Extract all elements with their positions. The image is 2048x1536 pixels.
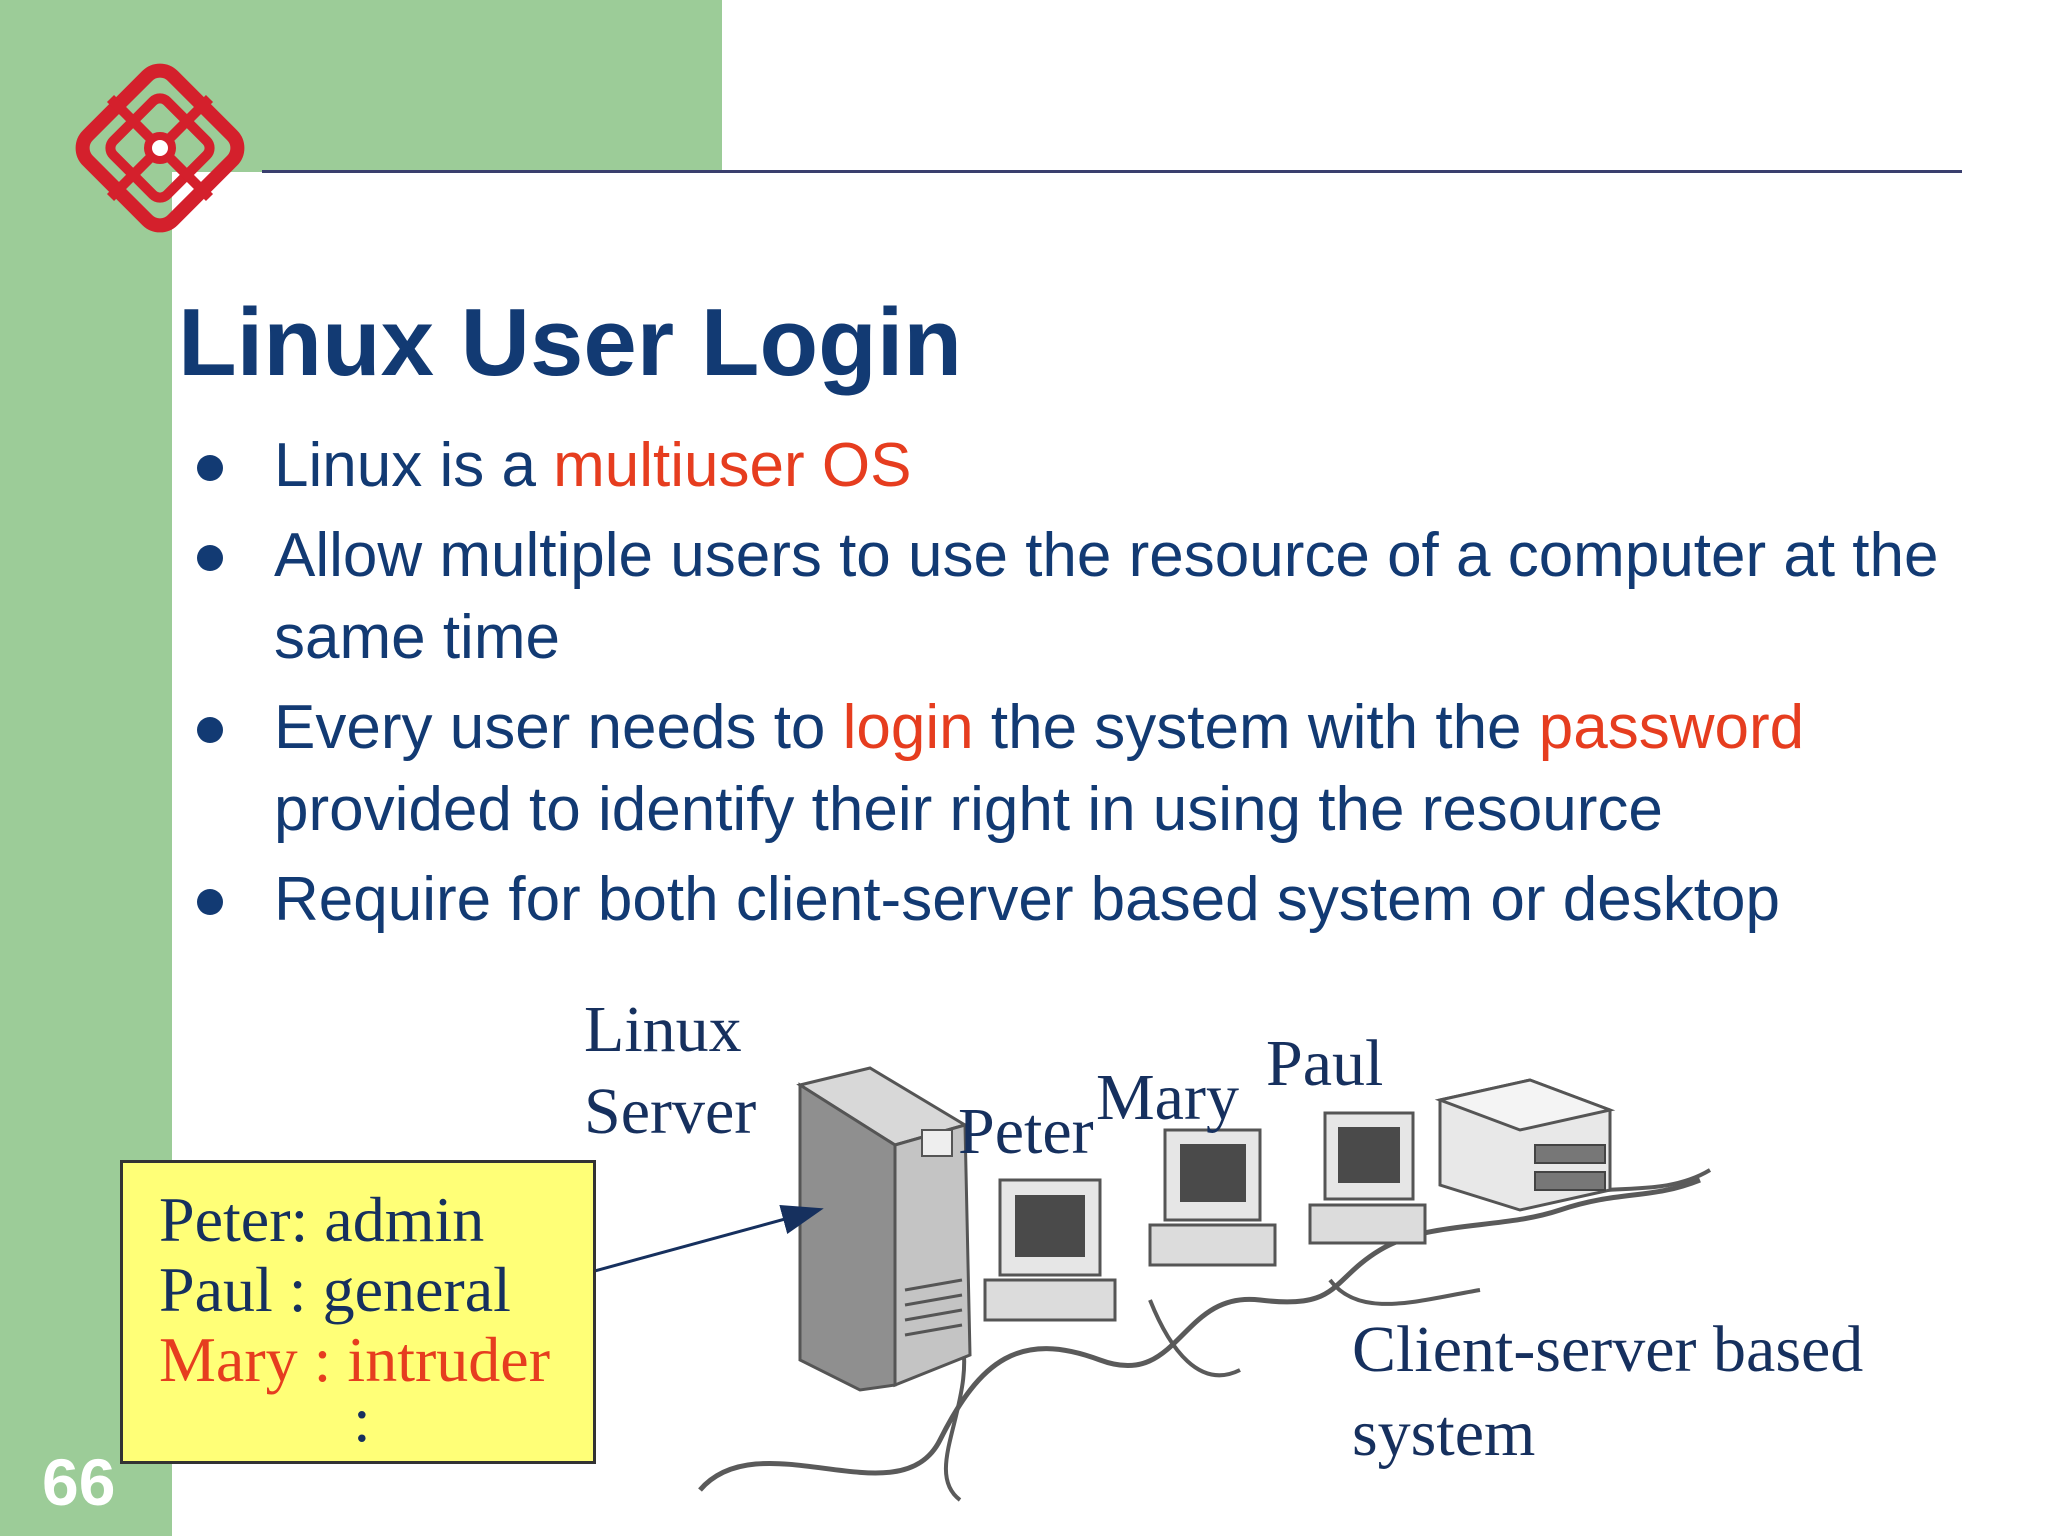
server-label-line2: Server — [584, 1075, 757, 1148]
university-logo-icon — [75, 63, 245, 233]
user-rights-line: Mary : intruder — [159, 1324, 550, 1395]
bullet-dot-icon — [197, 717, 223, 743]
server-label-line1: Linux — [584, 993, 742, 1066]
bullet-item: Linux is a multiuser OS — [178, 425, 2018, 507]
bullet-text: Every user needs to — [274, 693, 843, 762]
user-rights-ellipsis: : — [353, 1384, 371, 1455]
client-label-paul: Paul — [1266, 1027, 1384, 1100]
bullet-dot-icon — [197, 545, 223, 571]
bullet-text: provided to identify their right in usin… — [274, 775, 1663, 844]
bullet-text: the system with the — [973, 693, 1539, 762]
bullet-dot-icon — [197, 455, 223, 481]
user-rights-line: Peter: admin — [159, 1184, 485, 1255]
printer-icon — [1434, 1078, 1616, 1212]
diagram-caption-line1: Client-server based — [1352, 1313, 1864, 1386]
bullet-dot-icon — [197, 889, 223, 915]
network-cable — [1328, 1278, 1481, 1306]
slide-title: Linux User Login — [178, 289, 963, 396]
bullet-list: Linux is a multiuser OS Allow multiple us… — [178, 425, 2018, 949]
page-number: 66 — [42, 1445, 116, 1519]
desktop-computer-icon — [1148, 1128, 1277, 1267]
highlighted-term: multiuser OS — [553, 431, 912, 500]
client-label-mary: Mary — [1096, 1061, 1239, 1134]
tower-server-icon — [796, 1066, 972, 1392]
bullet-text: Require for both client-server based sys… — [274, 865, 1780, 934]
bullet-item: Every user needs to login the system wit… — [178, 687, 2018, 851]
network-cable — [1148, 1299, 1241, 1378]
desktop-computer-icon — [983, 1178, 1117, 1322]
title-rule — [262, 170, 1962, 173]
bullet-text: Linux is a — [274, 431, 554, 500]
diagram-caption-line2: system — [1352, 1397, 1536, 1470]
user-rights-box: Peter: admin Paul : general Mary : intru… — [120, 1160, 596, 1464]
client-label-peter: Peter — [958, 1095, 1094, 1168]
user-rights-line: Paul : general — [159, 1254, 511, 1325]
bullet-item: Allow multiple users to use the resource… — [178, 515, 2018, 679]
bullet-item: Require for both client-server based sys… — [178, 859, 2018, 941]
network-cable — [698, 1177, 1701, 1492]
pointer-arrow — [579, 1205, 824, 1277]
desktop-computer-icon — [1308, 1111, 1427, 1245]
highlighted-term: password — [1538, 693, 1805, 762]
highlighted-term: login — [842, 693, 974, 762]
bullet-text: Allow multiple users to use the resource… — [274, 521, 1939, 672]
